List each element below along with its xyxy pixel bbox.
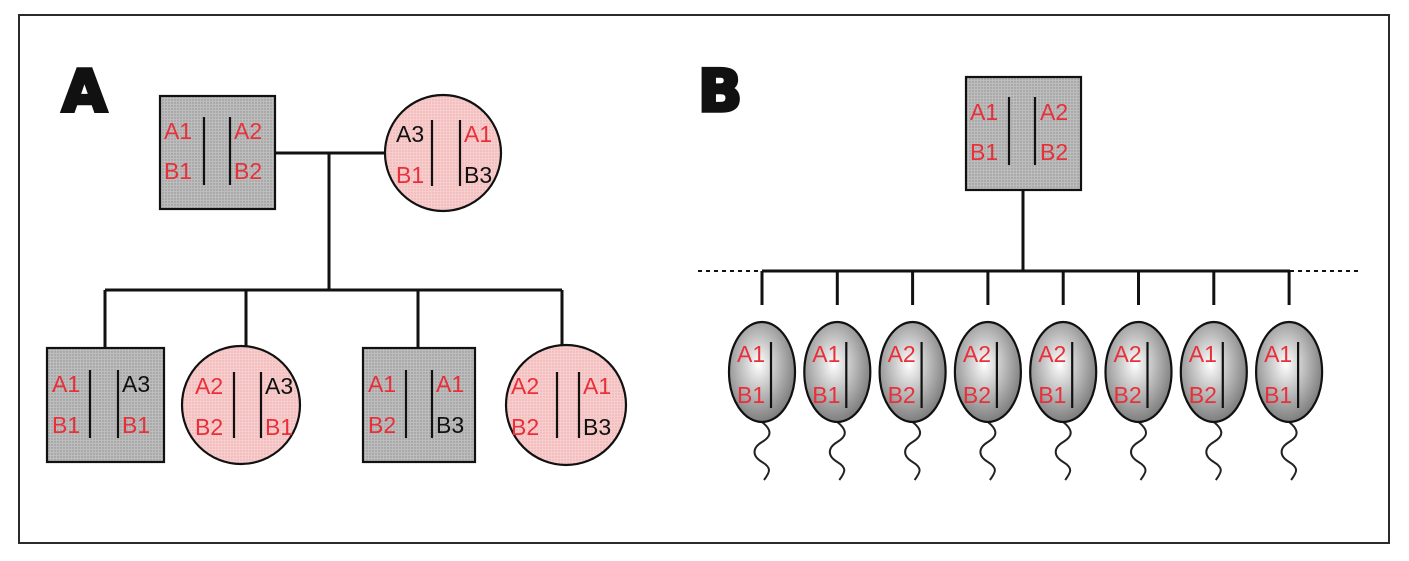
- panel-a-label: A: [62, 57, 107, 125]
- allele-label: B1: [265, 414, 293, 440]
- sperm-tail: [1130, 421, 1147, 481]
- allele-label: B2: [234, 158, 262, 184]
- allele-label: B2: [1040, 139, 1068, 165]
- sperm-head: [1254, 320, 1324, 424]
- gamete-allele-bottom: B2: [963, 382, 991, 408]
- panel-b-parent: A1 A2 B1 B2: [964, 75, 1083, 192]
- allele-label: A3: [396, 121, 424, 147]
- gamete-allele-top: A1: [1189, 341, 1217, 367]
- allele-label: A1: [436, 371, 464, 397]
- allele-label: A1: [970, 99, 998, 125]
- allele-label: A3: [265, 373, 293, 399]
- allele-label: A1: [583, 373, 611, 399]
- gamete-allele-top: A2: [1114, 341, 1142, 367]
- sperm-head: [1029, 320, 1098, 424]
- allele-label: B3: [583, 414, 611, 440]
- sperm-tail: [904, 421, 922, 481]
- sperm-tail: [753, 421, 771, 481]
- allele-label: B1: [970, 139, 998, 165]
- gamete-allele-bottom: B1: [1264, 382, 1292, 408]
- sperm-tail: [1205, 421, 1223, 481]
- allele-label: B2: [511, 414, 539, 440]
- allele-label: A2: [511, 373, 539, 399]
- allele-label: A2: [195, 373, 223, 399]
- panel-b-label: B: [698, 57, 742, 125]
- gamete-allele-bottom: B2: [888, 382, 916, 408]
- panel-a-connectors: [103, 151, 564, 348]
- allele-label: A1: [368, 371, 396, 397]
- panel-a-father: A1 A2 B1 B2: [158, 94, 277, 211]
- allele-label: B1: [164, 158, 192, 184]
- panel-a-child-1: A1 A3 B1 B1: [45, 346, 166, 464]
- allele-label: B2: [368, 412, 396, 438]
- allele-label: A1: [464, 121, 492, 147]
- allele-label: A1: [52, 371, 80, 397]
- gamete-allele-bottom: B1: [737, 382, 765, 408]
- sperm-tail: [828, 421, 846, 481]
- sperm-head: [803, 320, 872, 424]
- allele-label: A2: [234, 118, 262, 144]
- allele-label: B2: [195, 414, 223, 440]
- sperm-tail: [1280, 421, 1298, 481]
- gamete-allele-top: A1: [1264, 341, 1292, 367]
- allele-label: B3: [436, 412, 464, 438]
- sperm-head: [727, 320, 797, 424]
- panel-b-connectors: [698, 190, 1358, 305]
- gamete-allele-bottom: B1: [812, 382, 840, 408]
- gamete-allele-top: A2: [1038, 341, 1066, 367]
- panel-a-child-2: A2 A3 B2 B1: [180, 344, 302, 466]
- allele-label: A1: [164, 118, 192, 144]
- allele-label: A3: [122, 371, 150, 397]
- panel-a-mother: A3 A1 B1 B3: [383, 93, 503, 213]
- gamete-allele-bottom: B2: [1189, 382, 1217, 408]
- allele-label: B3: [464, 162, 492, 188]
- gamete-allele-top: A2: [963, 341, 991, 367]
- sperm-head: [953, 320, 1023, 424]
- sperm-head: [1179, 320, 1248, 424]
- allele-label: B1: [396, 162, 424, 188]
- sperm-tail: [979, 421, 997, 481]
- sperm-tail: [1054, 421, 1072, 481]
- gamete-allele-top: A2: [888, 341, 916, 367]
- panel-a-child-4: A2 A1 B2 B3: [504, 343, 628, 467]
- gamete-allele-top: A1: [737, 341, 765, 367]
- gamete-allele-bottom: B1: [1038, 382, 1066, 408]
- gamete-allele-top: A1: [812, 341, 840, 367]
- sperm-head: [878, 320, 947, 424]
- gamete-allele-bottom: B2: [1114, 382, 1142, 408]
- allele-label: B1: [52, 412, 80, 438]
- allele-label: A2: [1040, 99, 1068, 125]
- allele-label: B1: [122, 412, 150, 438]
- panel-a-child-3: A1 A1 B2 B3: [361, 346, 477, 464]
- sperm-head: [1104, 320, 1173, 424]
